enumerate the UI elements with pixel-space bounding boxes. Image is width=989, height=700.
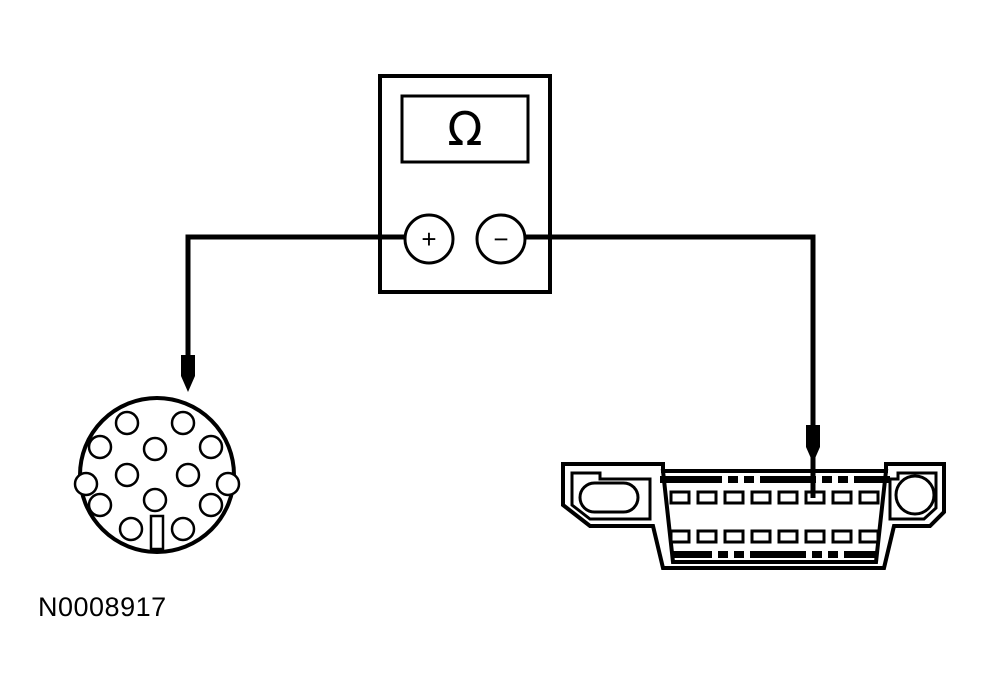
round-pin [87,492,113,518]
positive-terminal[interactable] [403,213,455,265]
data-link-connector-group [561,455,946,570]
dlc-pin [777,529,799,544]
dlc-pin [750,529,772,544]
negative-probe-tip [806,425,820,463]
dlc-pin-body [660,469,889,564]
dlc-top-latch-rail [660,476,890,483]
round-pin [114,462,140,488]
positive-test-lead [185,234,405,362]
dlc-right-mount-hole [894,474,936,516]
dlc-pin [696,529,718,544]
negative-terminal[interactable] [475,213,527,265]
dlc-latch-segment [822,476,832,483]
round-pin [215,471,241,497]
negative-test-lead [525,234,816,432]
round-pin [114,410,140,436]
dlc-latch-segment [844,551,878,558]
dlc-latch-segment [728,476,738,483]
dlc-latch-segment [812,551,822,558]
round-pin [118,516,144,542]
omega-symbol: Ω [447,102,482,156]
dlc-pin [858,529,880,544]
dlc-bottom-pin-row [669,529,880,544]
dlc-latch-segment [672,551,712,558]
multimeter-display [400,94,530,164]
dlc-pin [723,529,745,544]
dlc-bottom-latch-rail [672,551,878,558]
dlc-latch-segment [744,476,754,483]
round-connector-pins [73,410,241,542]
negative-terminal-label: − [493,224,508,254]
dlc-pin [696,490,718,505]
positive-probe-tip [181,355,195,392]
dlc-left-ear-inner [570,471,652,521]
dlc-right-ear-inner [888,471,938,521]
round-pin [142,436,168,462]
dlc-latch-segment [718,551,728,558]
multimeter-terminals: + − [403,213,527,265]
round-pin [73,471,99,497]
round-pin [142,487,168,513]
round-pin [170,516,196,542]
dlc-pin [858,490,880,505]
round-connector-key-slot [149,514,165,551]
dlc-pin [831,529,853,544]
dlc-pin [750,490,772,505]
multimeter-group: Ω [378,74,552,294]
dlc-latch-segment [828,551,838,558]
round-pin [170,410,196,436]
probe-tips-group [181,355,820,463]
round-pin [198,434,224,460]
dlc-pin [723,490,745,505]
round-pin [175,462,201,488]
dlc-latch-segment [854,476,890,483]
dlc-pin [831,490,853,505]
round-connector-group [73,396,241,554]
test-leads-group [185,234,816,432]
positive-terminal-label: + [421,224,436,254]
round-pin [198,492,224,518]
dlc-latch-segment [760,476,816,483]
dlc-pin [669,529,691,544]
dlc-latch-segment [750,551,806,558]
dlc-top-pin-row [669,490,880,505]
dlc-latch-segment [838,476,848,483]
round-pin [87,434,113,460]
dlc-pin [777,490,799,505]
dlc-latch-segment [734,551,744,558]
figure-id-label: N0008917 [38,592,167,622]
dlc-pin [804,529,826,544]
dlc-left-mount-hole [578,481,640,514]
dlc-pin [669,490,691,505]
dlc-latch-segment [660,476,722,483]
